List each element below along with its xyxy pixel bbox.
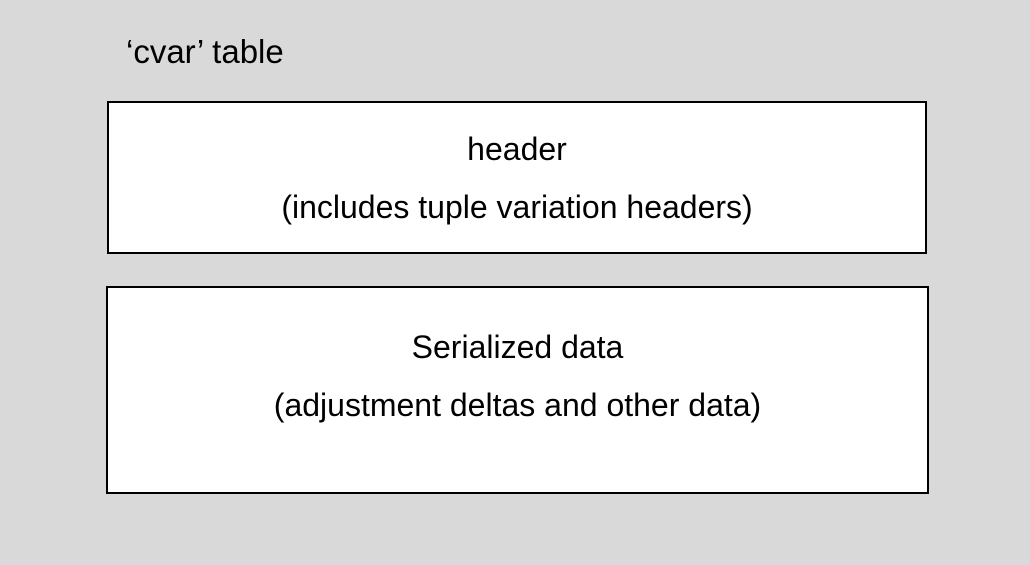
serialized-data-box-subtitle: (adjustment deltas and other data) — [273, 387, 762, 423]
header-box-subtitle: (includes tuple variation headers) — [281, 188, 753, 225]
serialized-data-box: Serialized data (adjustment deltas and o… — [106, 286, 929, 494]
header-box-title: header — [467, 130, 567, 167]
serialized-data-box-title: Serialized data — [411, 329, 624, 365]
diagram-title: ‘cvar’ table — [126, 33, 284, 70]
header-box: header (includes tuple variation headers… — [107, 101, 927, 254]
